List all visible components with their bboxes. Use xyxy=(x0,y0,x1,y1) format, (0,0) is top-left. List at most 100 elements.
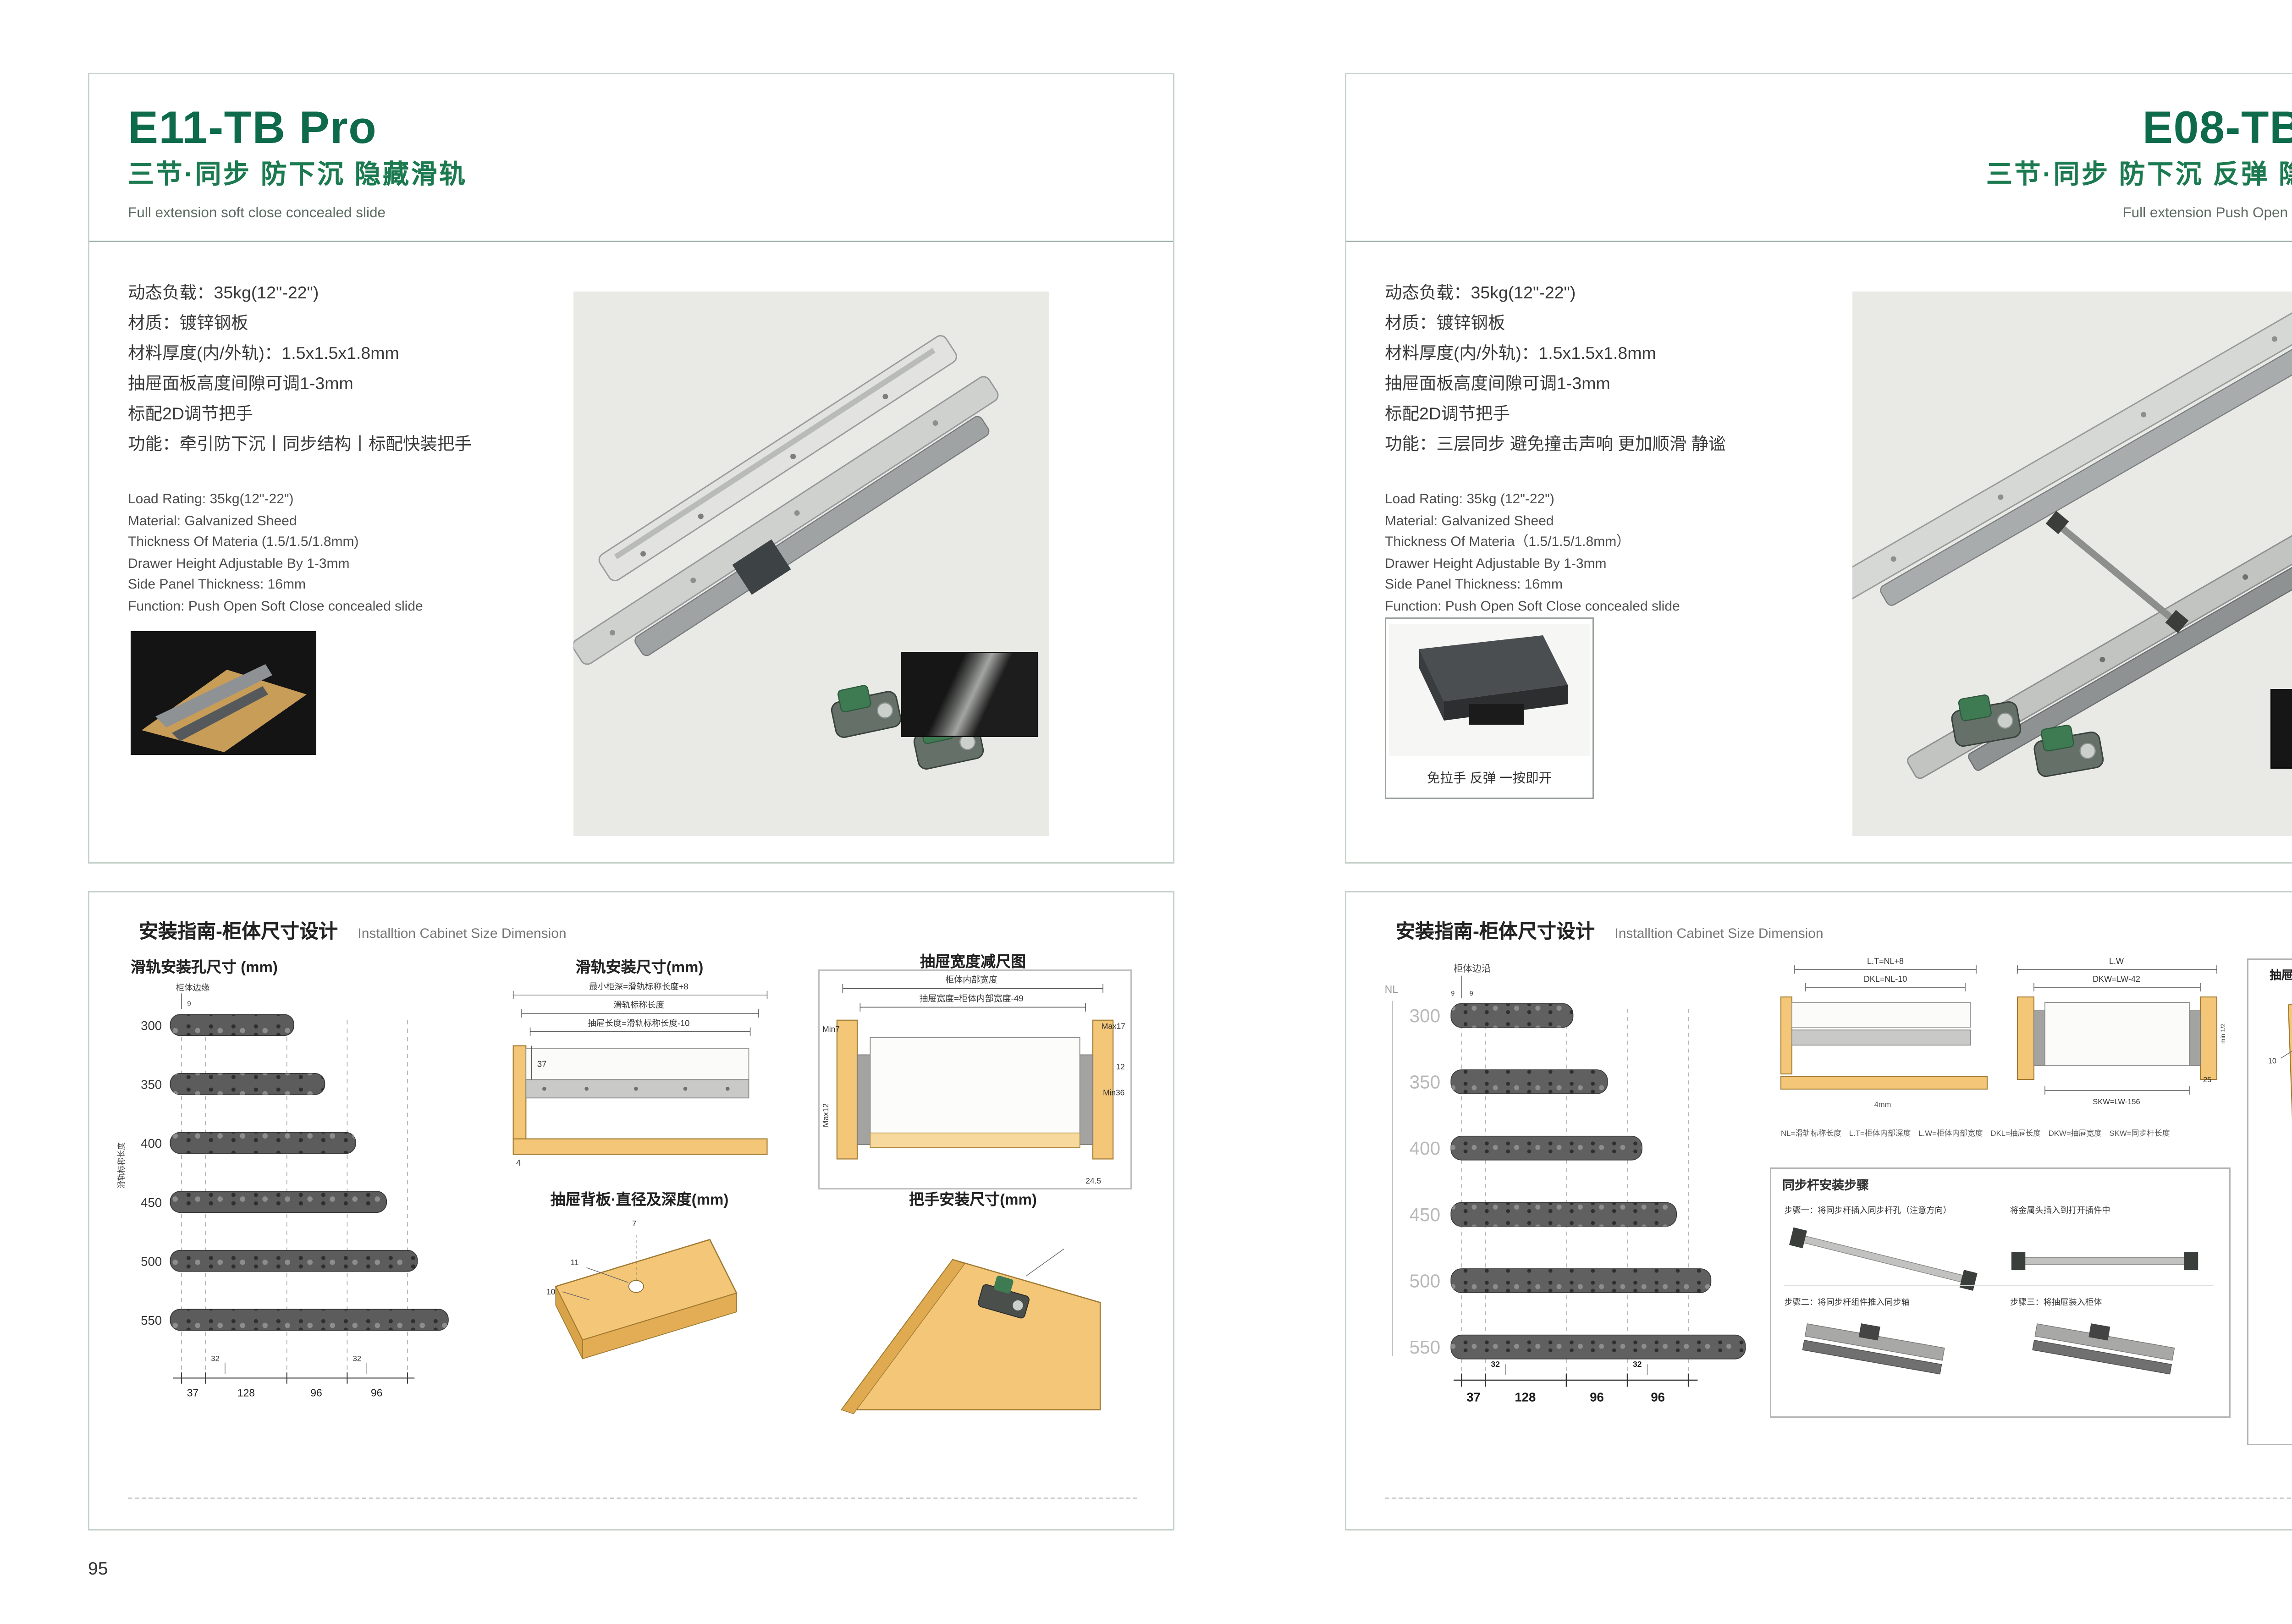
dim-label: 12 xyxy=(1116,1062,1124,1071)
rail-length-label: 500 xyxy=(1410,1271,1441,1292)
width-drawing-title: 抽屉宽度减尺图 xyxy=(920,954,1026,971)
spec-line: Function: Push Open Soft Close concealed… xyxy=(128,599,423,614)
page-subtitle-en: Full extension soft close concealed slid… xyxy=(128,205,386,221)
rail-row: 300 xyxy=(1410,1003,1574,1028)
spec-line: Drawer Height Adjustable By 1-3mm xyxy=(1385,556,1607,572)
cabinet-section-drawing: L.T=NL+8 DKL=NL-10 37 4mm L.W DKW=LW-42 … xyxy=(1780,957,2226,1138)
rail-row: 300 xyxy=(141,1014,294,1036)
spec-line: 材质：镀锌钢板 xyxy=(1385,314,1505,333)
drill-size-box: 抽屉钻孔尺寸 (mm) 7 10 36.8 xyxy=(2247,958,2292,1445)
dim-label: 37 xyxy=(187,1387,199,1398)
product-image xyxy=(572,292,1049,836)
specs-en: Load Rating: 35kg (12"-22") Material: Ga… xyxy=(1385,490,1680,617)
sync-rod-render xyxy=(1789,1227,1978,1291)
dim-label: 24.5 xyxy=(1085,1176,1101,1185)
detail-image xyxy=(2270,689,2292,769)
page96-header: E08-TB pro 三节·同步 防下沉 反弹 隐藏滑轨 Full extens… xyxy=(1346,74,2292,242)
rail-holes-drawing: NL 柜体边沿 9 9 300 350 400 xyxy=(1385,963,1746,1404)
dim-label: 10 xyxy=(2267,1057,2275,1065)
spec-line: 功能：三层同步 避免撞击声响 更加顺滑 静谧 xyxy=(1385,435,1726,454)
step-label: 将金属头插入到打开插件中 xyxy=(2010,1205,2110,1215)
dim-label: 96 xyxy=(371,1387,383,1398)
spec-line: 材料厚度(内/外轨)：1.5x1.5x1.8mm xyxy=(128,344,399,363)
edge-label: 柜体边缘 xyxy=(176,983,209,992)
spec-line: Load Rating: 35kg (12"-22") xyxy=(1385,492,1554,507)
dim-label: 滑轨标称长度 xyxy=(613,1000,664,1009)
rail-name-label: 滑轨标称长度 xyxy=(117,1142,126,1189)
slide-render xyxy=(1829,287,2292,779)
back-drawing-title: 抽屉背板·直径及深度(mm) xyxy=(550,1192,729,1209)
spec-line: Thickness Of Materia (1.5/1.5/1.8mm) xyxy=(128,535,359,550)
rail-row: 500 xyxy=(141,1250,418,1272)
install-title-en: Installtion Cabinet Size Dimension xyxy=(358,927,567,942)
width-drawing-frame: 柜体内部宽度 抽屉宽度=柜体内部宽度-49 Min7 Max12 Max17 1… xyxy=(818,969,1132,1189)
dim-label: L.T=NL+8 xyxy=(1867,957,1904,966)
dim-label: 37 xyxy=(537,1059,547,1069)
specs-en: Load Rating: 35kg(12"-22") Material: Gal… xyxy=(128,490,423,617)
rail-length-label: 400 xyxy=(1410,1138,1441,1159)
rail-row: 550 xyxy=(141,1309,449,1331)
page-title: E08-TB pro xyxy=(2142,102,2292,153)
rail-row: 500 xyxy=(1410,1268,1712,1293)
spec-line: 标配2D调节把手 xyxy=(1385,404,1510,424)
step-label: 步骤一：将同步杆插入同步杆孔（注意方向） xyxy=(1784,1205,1951,1215)
page-title: E11-TB Pro xyxy=(128,102,377,153)
image-caption: 免拉手 反弹 一按即开 xyxy=(1427,771,1552,787)
dim-label: 抽屉长度=滑轨标称长度-10 xyxy=(588,1018,689,1028)
holes-drawing-title: 滑轨安装孔尺寸 (mm) xyxy=(131,960,278,976)
page96-product-box: E08-TB pro 三节·同步 防下沉 反弹 隐藏滑轨 Full extens… xyxy=(1345,73,2292,864)
tech-footnote: NL=滑轨标称长度 L.T=柜体内部深度 L.W=柜体内部宽度 DKL=抽屉长度… xyxy=(1781,1129,2170,1138)
dim-label: 11 xyxy=(570,1258,579,1267)
rail-row: 350 xyxy=(1410,1069,1608,1094)
sync-rod xyxy=(2056,523,2178,624)
drill-title: 抽屉钻孔尺寸 (mm) xyxy=(2270,968,2292,982)
dim-label: Max12 xyxy=(821,1103,830,1127)
install-section-title: 安装指南-柜体尺寸设计 Installtion Cabinet Size Dim… xyxy=(1396,917,1824,945)
lead-dim: 9 xyxy=(187,1000,191,1008)
spec-line: 抽屉面板高度间隙可调1-3mm xyxy=(128,374,353,393)
product-image xyxy=(1829,287,2292,836)
dim-label: 10 xyxy=(546,1287,556,1296)
divider xyxy=(1385,1497,2292,1499)
spec-line: 动态负载：35kg(12"-22") xyxy=(128,283,319,303)
rail-length-label: 550 xyxy=(141,1313,162,1327)
spec-line: 动态负载：35kg(12"-22") xyxy=(1385,283,1576,303)
dim-label: 128 xyxy=(237,1387,255,1398)
slide-rails-render xyxy=(1829,287,2292,606)
spec-line: 标配2D调节把手 xyxy=(128,404,253,424)
dim-label: 96 xyxy=(310,1387,322,1398)
dim-label: 25 xyxy=(2203,1076,2211,1084)
rail-mount-drawing: 最小柜深=滑轨标称长度+8 滑轨标称长度 抽屉长度=滑轨标称长度-10 37 4 xyxy=(512,981,768,1167)
sync-steps-title: 同步杆安装步骤 xyxy=(1782,1178,1869,1192)
rail-length-label: 300 xyxy=(141,1018,162,1033)
spec-line: Load Rating: 35kg(12"-22") xyxy=(128,492,294,507)
spec-line: 抽屉面板高度间隙可调1-3mm xyxy=(1385,374,1610,393)
handle-clip xyxy=(978,1276,1030,1319)
spec-line: 材质：镀锌钢板 xyxy=(128,314,248,333)
step-label: 步骤二：将同步杆组件推入同步轴 xyxy=(1784,1297,1910,1307)
page-subtitle-cn: 三节·同步 防下沉 反弹 隐藏滑轨 xyxy=(1986,161,2292,190)
dim-label: 32 xyxy=(353,1354,361,1363)
detail-image xyxy=(901,652,1038,737)
divider xyxy=(128,1497,1137,1499)
install-title-cn: 安装指南-柜体尺寸设计 xyxy=(1396,920,1595,942)
push-open-image: 免拉手 反弹 一按即开 xyxy=(1385,617,1594,799)
mini-slide-render xyxy=(1802,1323,1945,1375)
lead-dim: 9 xyxy=(1470,990,1473,997)
dim-label: 4mm xyxy=(1874,1101,1891,1109)
lead-dim: 9 xyxy=(1451,990,1455,997)
handle-mount-drawing xyxy=(840,1249,1101,1415)
dim-label: 4 xyxy=(516,1158,521,1167)
rail-row: 450 xyxy=(141,1191,387,1213)
application-thumbnail xyxy=(131,631,316,755)
edge-label: 柜体边沿 xyxy=(1454,963,1491,974)
spec-line: Material: Galvanized Sheed xyxy=(1385,513,1554,529)
specs-cn: 动态负载：35kg(12"-22") 材质：镀锌钢板 材料厚度(内/外轨)：1.… xyxy=(128,278,472,459)
cabinet-underside-render xyxy=(1389,624,1590,756)
rail-length-label: 400 xyxy=(141,1136,162,1151)
rail-length-label: 350 xyxy=(141,1078,162,1092)
rail-length-label: 450 xyxy=(1410,1204,1441,1225)
spec-line: 材料厚度(内/外轨)：1.5x1.5x1.8mm xyxy=(1385,344,1656,363)
rail-row: 350 xyxy=(141,1073,325,1095)
